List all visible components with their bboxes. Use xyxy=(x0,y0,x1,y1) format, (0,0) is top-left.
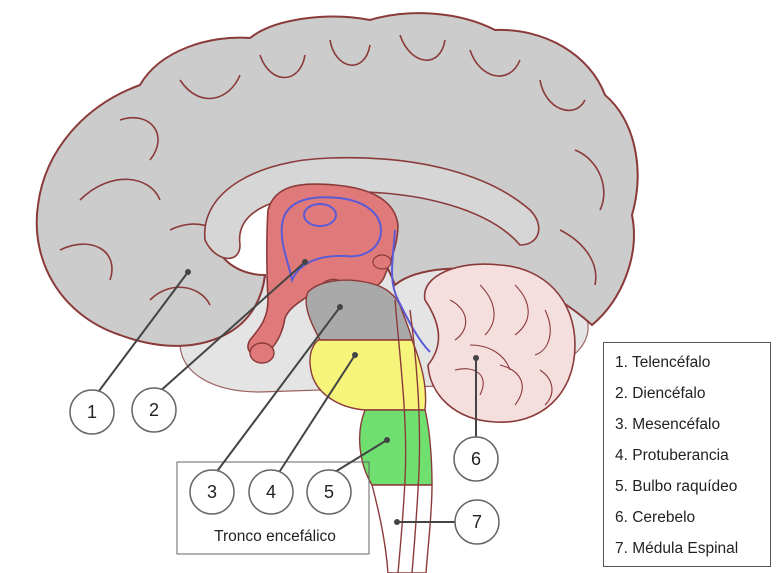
pituitary xyxy=(250,343,274,363)
marker-7-label: 7 xyxy=(472,512,482,532)
marker-5-label: 5 xyxy=(324,482,334,502)
marker-5: 5 xyxy=(307,470,351,514)
marker-2: 2 xyxy=(132,388,176,432)
marker-3-label: 3 xyxy=(207,482,217,502)
marker-6: 6 xyxy=(454,437,498,481)
brainstem-group-label: Tronco encefálico xyxy=(182,528,368,546)
cerebellum-region xyxy=(425,264,575,422)
marker-3: 3 xyxy=(190,470,234,514)
legend-item: 3. Mesencéfalo xyxy=(615,409,770,440)
marker-1-label: 1 xyxy=(87,402,97,422)
marker-7: 7 xyxy=(455,500,499,544)
legend-item: 7. Médula Espinal xyxy=(615,533,770,564)
legend-item: 5. Bulbo raquídeo xyxy=(615,471,770,502)
legend-item: 1. Telencéfalo xyxy=(615,347,770,378)
legend-item: 2. Diencéfalo xyxy=(615,378,770,409)
marker-6-label: 6 xyxy=(471,449,481,469)
legend: 1. Telencéfalo 2. Diencéfalo 3. Mesencéf… xyxy=(603,342,771,567)
legend-item: 6. Cerebelo xyxy=(615,502,770,533)
marker-4-label: 4 xyxy=(266,482,276,502)
marker-4: 4 xyxy=(249,470,293,514)
legend-item: 4. Protuberancia xyxy=(615,440,770,471)
marker-1: 1 xyxy=(70,390,114,434)
medulla-region xyxy=(360,410,432,485)
pineal-body xyxy=(373,255,391,269)
thalamic-adhesion xyxy=(304,204,336,226)
marker-2-label: 2 xyxy=(149,400,159,420)
